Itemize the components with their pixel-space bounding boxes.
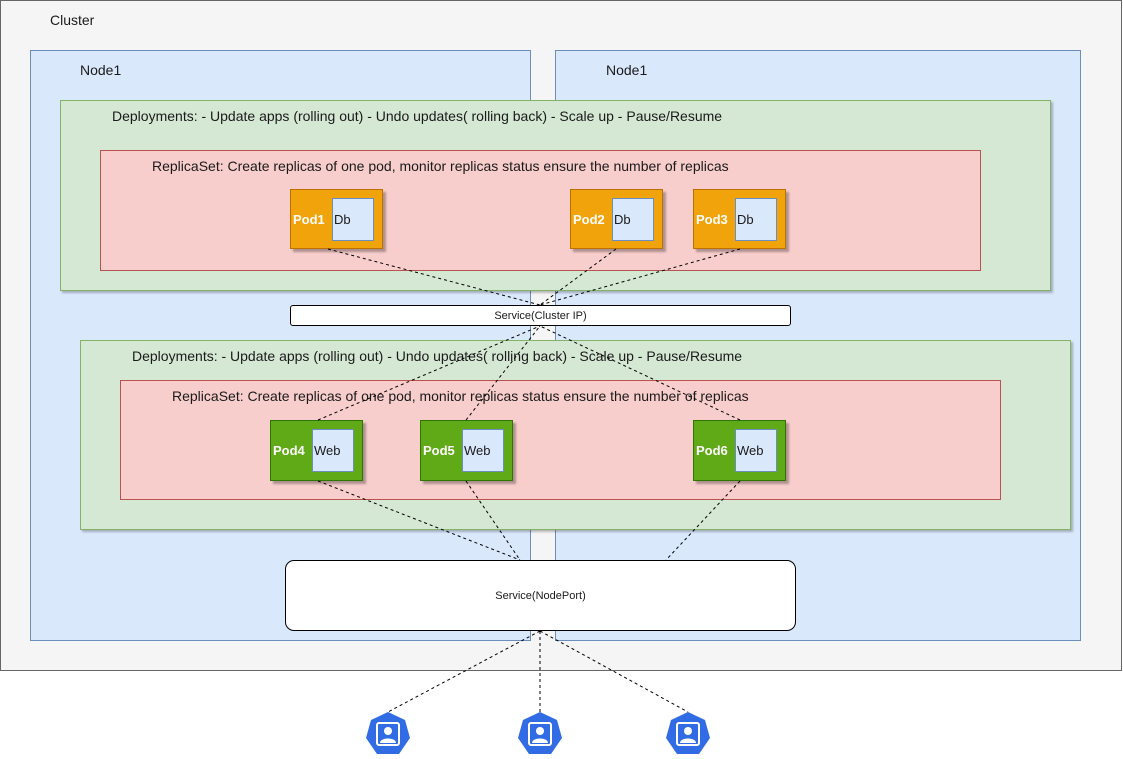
deployment-web-label: Deployments: - Update apps (rolling out)… [132, 348, 743, 364]
pod-4-name: Pod4 [273, 443, 305, 458]
pod-5[interactable]: Pod5 Web [420, 420, 513, 481]
node-right-label: Node1 [606, 62, 648, 78]
service-cluster-ip[interactable]: Service(Cluster IP) [290, 305, 791, 326]
pod-2-container: Db [612, 198, 654, 241]
node-left-label: Node1 [80, 62, 122, 78]
pod-6-container: Web [735, 429, 777, 472]
user-icon[interactable] [664, 710, 712, 758]
pod-3-name: Pod3 [696, 211, 728, 227]
pod-1-name: Pod1 [293, 211, 325, 227]
replicaset-db: ReplicaSet: Create replicas of one pod, … [100, 150, 981, 271]
pod-1-container: Db [332, 198, 374, 241]
pod-3-container: Db [735, 198, 777, 241]
deployment-db-label: Deployments: - Update apps (rolling out)… [112, 108, 723, 124]
pod-1[interactable]: Pod1 Db [290, 189, 383, 249]
pod-3[interactable]: Pod3 Db [693, 189, 786, 249]
replicaset-web-label: ReplicaSet: Create replicas of one pod, … [172, 388, 749, 404]
service-node-port-label: Service(NodePort) [495, 589, 586, 602]
replicaset-db-label: ReplicaSet: Create replicas of one pod, … [152, 158, 729, 174]
service-node-port[interactable]: Service(NodePort) [285, 560, 796, 631]
pod-5-name: Pod5 [423, 443, 455, 458]
pod-4[interactable]: Pod4 Web [270, 420, 363, 481]
user-icon[interactable] [364, 710, 412, 758]
pod-6[interactable]: Pod6 Web [693, 420, 786, 481]
user-icon[interactable] [516, 710, 564, 758]
pod-5-container: Web [462, 429, 504, 472]
pod-2[interactable]: Pod2 Db [570, 189, 663, 249]
pod-6-name: Pod6 [696, 443, 728, 458]
pod-2-name: Pod2 [573, 211, 605, 227]
replicaset-web: ReplicaSet: Create replicas of one pod, … [120, 380, 1001, 500]
pod-4-container: Web [312, 429, 354, 472]
cluster-label: Cluster [50, 12, 95, 28]
service-cluster-ip-label: Service(Cluster IP) [494, 309, 587, 322]
